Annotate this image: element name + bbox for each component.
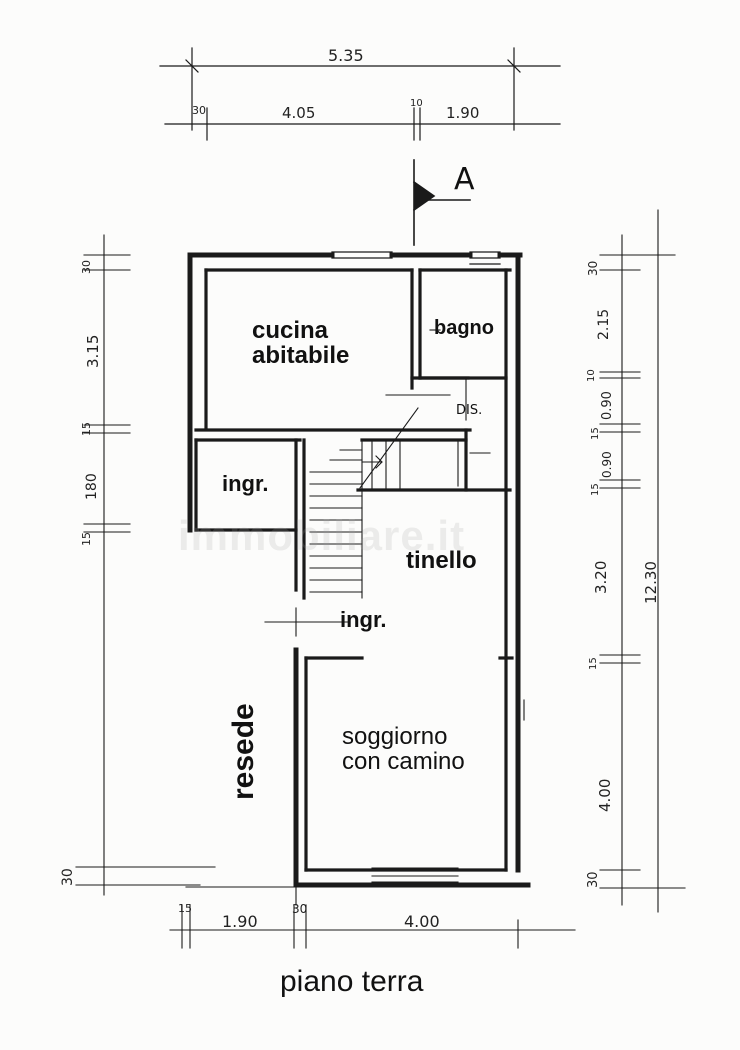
left-dimension-lines xyxy=(75,234,216,896)
stairs xyxy=(309,407,419,599)
thin-details xyxy=(264,329,525,883)
dim-right-6: 0.90 xyxy=(600,451,614,478)
section-marker-letter: A xyxy=(454,162,475,197)
dim-right-9: 15 xyxy=(588,657,599,670)
plan-title: piano terra xyxy=(280,965,424,998)
dim-right-10: 4.00 xyxy=(596,778,614,812)
dim-right-total: 12.30 xyxy=(642,561,660,604)
watermark-text: immobiliare.it xyxy=(178,512,466,559)
dim-left-bottom: 30 xyxy=(60,868,76,886)
room-label-bagno: bagno xyxy=(434,317,494,339)
dim-bottom-3: 30 xyxy=(292,902,308,916)
dim-left-2: 3.15 xyxy=(84,334,102,368)
bottom-dimension-lines xyxy=(169,884,576,949)
dim-left-5: 15 xyxy=(80,532,93,546)
dim-right-1: 30 xyxy=(586,260,600,276)
dim-right-2: 2.15 xyxy=(596,308,612,340)
dim-top-a: 30 xyxy=(192,104,206,117)
dim-right-8: 3.20 xyxy=(592,560,610,594)
room-label-resede: resede xyxy=(227,703,260,800)
dim-bottom-1: 15 xyxy=(178,902,192,915)
dim-top-d: 1.90 xyxy=(446,104,480,122)
dim-bottom-4: 4.00 xyxy=(404,912,440,931)
top-windows xyxy=(331,251,501,265)
room-label-ingr-mid: ingr. xyxy=(340,607,387,632)
dim-right-7: 15 xyxy=(590,483,601,496)
dim-left-4: 180 xyxy=(84,473,100,500)
section-marker-a xyxy=(412,159,471,246)
dim-left-3: 15 xyxy=(80,422,93,436)
inner-walls xyxy=(194,268,514,872)
dim-right-11: 30 xyxy=(586,871,601,888)
right-dimension-lines xyxy=(599,209,686,913)
room-label-ingr-top: ingr. xyxy=(222,471,269,496)
dim-top-total: 5.35 xyxy=(328,46,364,65)
dim-right-4: 0.90 xyxy=(600,391,615,420)
dim-top-c: 10 xyxy=(410,98,423,109)
room-label-dis: DIS. xyxy=(456,403,483,418)
room-label-soggiorno: soggiorno con camino xyxy=(342,723,465,776)
room-label-cucina: cucina abitabile xyxy=(252,317,350,370)
dim-right-3: 10 xyxy=(586,369,597,382)
dim-left-1: 30 xyxy=(80,260,93,274)
dim-top-b: 4.05 xyxy=(282,104,316,122)
dim-bottom-2: 1.90 xyxy=(222,912,258,931)
dim-right-5: 15 xyxy=(590,427,601,440)
top-dimension-lines xyxy=(159,47,561,141)
outer-walls xyxy=(187,252,531,888)
room-label-tinello: tinello xyxy=(406,547,477,574)
